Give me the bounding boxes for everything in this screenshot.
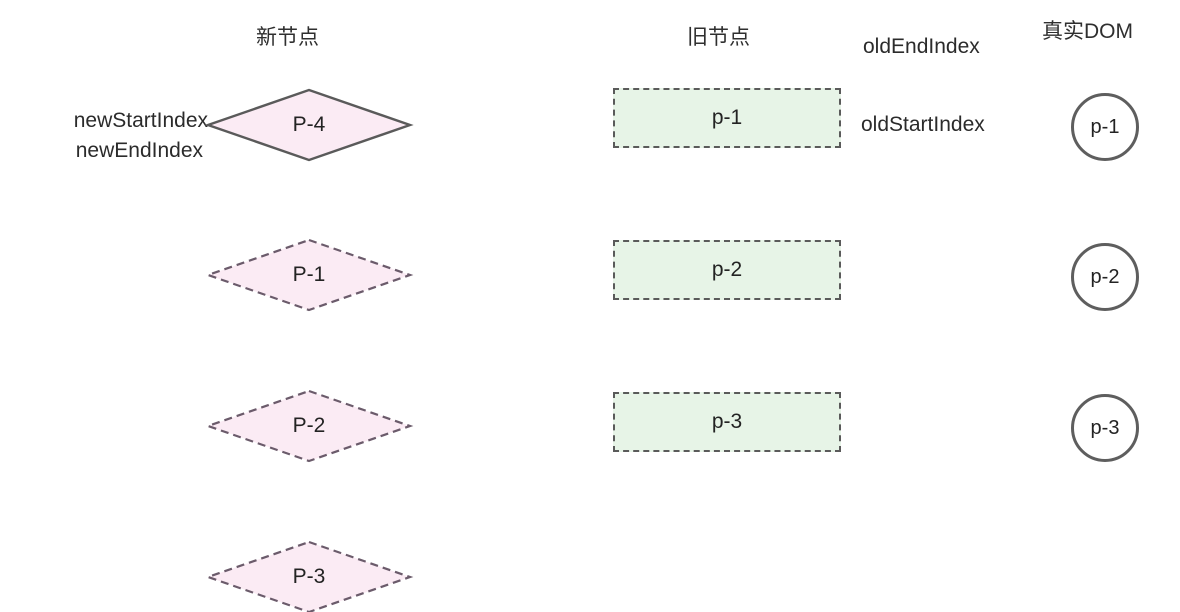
column-heading-real-dom: 真实DOM	[1042, 20, 1133, 43]
old-node-box-0[interactable]: p-1	[613, 88, 841, 148]
new-node-diamond-1[interactable]: P-1	[204, 237, 414, 313]
diamond-shape-solid	[204, 88, 414, 162]
old-node-box-2[interactable]: p-3	[613, 392, 841, 452]
column-heading-old-nodes: 旧节点	[687, 26, 750, 49]
real-dom-circle-2[interactable]: p-3	[1071, 394, 1139, 462]
pointer-label-old-start-index: oldStartIndex	[861, 113, 985, 136]
real-dom-circle-0[interactable]: p-1	[1071, 93, 1139, 161]
new-node-diamond-0[interactable]: P-4	[204, 87, 414, 163]
diamond-shape-dashed	[204, 540, 414, 612]
pointer-label-new-start-index: newStartIndex	[73, 109, 208, 132]
new-node-diamond-2[interactable]: P-2	[204, 388, 414, 464]
pointer-label-old-end-index: oldEndIndex	[863, 35, 980, 58]
real-dom-circle-1[interactable]: p-2	[1071, 243, 1139, 311]
column-heading-new-nodes: 新节点	[256, 26, 319, 49]
diamond-shape-dashed	[204, 389, 414, 463]
old-node-box-1[interactable]: p-2	[613, 240, 841, 300]
pointer-label-new-index-group: newStartIndex newEndIndex	[0, 106, 208, 166]
diamond-shape-dashed	[204, 238, 414, 312]
pointer-label-new-end-index: newEndIndex	[75, 139, 203, 162]
new-node-diamond-3[interactable]: P-3	[204, 539, 414, 612]
